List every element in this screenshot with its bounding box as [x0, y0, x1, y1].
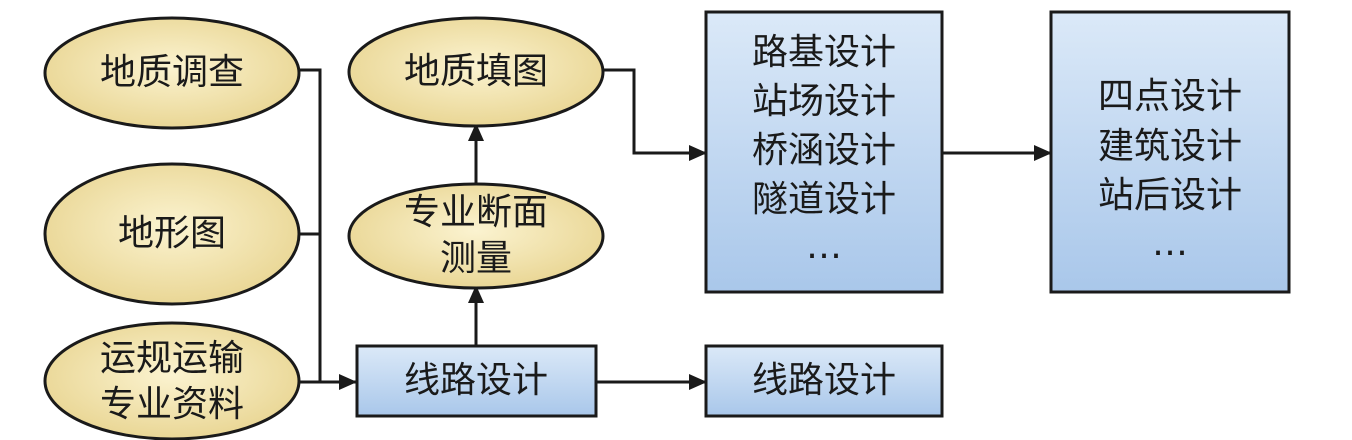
ellipse-shape — [43, 16, 301, 130]
node-label-line-5: … — [806, 226, 842, 267]
node-geological-survey: 地质调查 — [43, 16, 301, 130]
node-label: 地质调查 — [100, 52, 244, 93]
node-label-line-2: 建筑设计 — [1098, 126, 1242, 167]
connectors — [298, 68, 1052, 390]
node-label: 地质填图 — [404, 51, 548, 92]
node-label-line-2: 站场设计 — [752, 81, 896, 122]
node-route-design-main: 线路设计 — [355, 344, 598, 418]
ellipse-shape — [43, 162, 301, 306]
ellipse-shape — [347, 16, 605, 128]
node-label-line-2: 测量 — [440, 238, 512, 279]
node-label: 线路设计 — [752, 360, 896, 401]
box-shape — [704, 344, 944, 418]
node-label: 线路设计 — [404, 360, 548, 401]
node-label: 地形图 — [118, 213, 226, 254]
ellipse-shape — [347, 182, 605, 290]
connector-survey-to-bus — [298, 68, 322, 382]
node-section-survey: 专业断面 测量 — [347, 182, 605, 290]
node-route-design-output: 线路设计 — [704, 344, 944, 418]
node-label-line-1: 专业断面 — [404, 192, 548, 233]
box-shape — [704, 10, 944, 294]
node-label-line-4: … — [1152, 223, 1188, 264]
node-label-line-3: 桥涵设计 — [752, 130, 896, 171]
node-transport-planning-data: 运规运输 专业资料 — [43, 321, 301, 440]
node-topographic-map: 地形图 — [43, 162, 301, 306]
node-geological-mapping: 地质填图 — [347, 16, 605, 128]
box-shape — [355, 344, 598, 418]
node-label-line-2: 专业资料 — [100, 384, 244, 425]
node-label-line-1: 路基设计 — [752, 32, 896, 73]
node-station-designs: 四点设计 建筑设计 站后设计 … — [1049, 10, 1291, 294]
node-label-line-3: 站后设计 — [1098, 175, 1242, 216]
box-shape — [1049, 10, 1291, 294]
node-label-line-4: 隧道设计 — [752, 179, 896, 220]
arrow-geo-mapping-to-civil — [604, 68, 707, 161]
ellipse-shape — [43, 321, 301, 440]
node-label-line-1: 四点设计 — [1098, 76, 1242, 117]
node-label-line-1: 运规运输 — [100, 338, 244, 379]
node-civil-designs: 路基设计 站场设计 桥涵设计 隧道设计 … — [704, 10, 944, 294]
